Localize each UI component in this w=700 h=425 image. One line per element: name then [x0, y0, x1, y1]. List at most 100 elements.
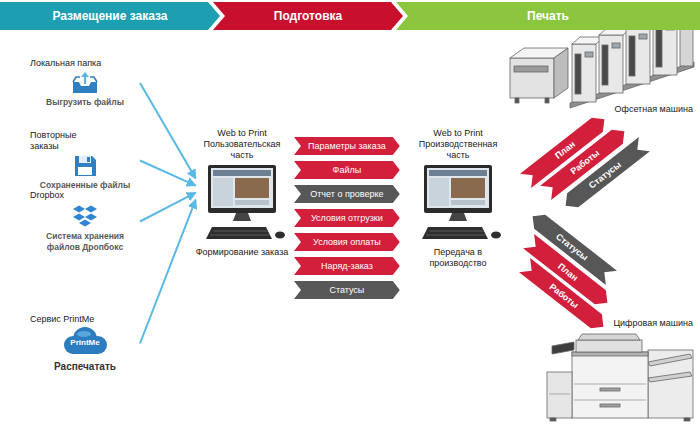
flow-arrow: [140, 161, 196, 186]
source-block: DropboxСистема хранения файлов Дропбокс: [30, 190, 140, 253]
step-chevron: Отчет о проверке: [294, 185, 400, 203]
source-title: Dropbox: [30, 190, 140, 201]
offset-press-illustration: [554, 48, 568, 98]
station-title: Web to Print Производственная часть: [412, 128, 504, 161]
step-label: Файлы: [333, 165, 362, 176]
digital-press-illustration: [648, 354, 692, 366]
phase-band: [396, 2, 700, 30]
computer-icon: [208, 165, 276, 213]
computer-icon: [429, 170, 487, 176]
digital-press-illustration: [549, 394, 570, 395]
step-chevron: [294, 281, 400, 299]
phase-band: [0, 2, 220, 30]
offset-press-illustration: [515, 98, 519, 103]
offset-press-illustration: [545, 98, 549, 103]
offset-press-illustration: [602, 45, 608, 85]
computer-icon: [449, 213, 467, 221]
source-caption: Сохраненные файлы: [30, 180, 140, 191]
computer-icon: [427, 168, 489, 208]
station-caption: Передача в производство: [422, 247, 494, 269]
offset-press-illustration: [585, 52, 593, 57]
step-label: Статусы: [329, 285, 364, 296]
digital-press-illustration: [684, 418, 690, 421]
dropbox-icon: [73, 205, 97, 226]
step-chevron: [294, 185, 400, 203]
flow-arrow: [140, 200, 196, 344]
floppy-disk-icon: [87, 157, 90, 162]
computer-icon: [451, 178, 485, 198]
offset-press-illustration: [575, 54, 581, 94]
offset-press-illustration: [626, 26, 650, 84]
source-block: Повторные заказыСохраненные файлы: [30, 130, 140, 191]
step-chevron: Наряд-заказ: [294, 257, 400, 275]
phase-band: Размещение заказа: [0, 2, 220, 30]
step-label: Отчет о проверке: [310, 189, 383, 200]
floppy-disk-icon: [75, 156, 96, 176]
digital-press-illustration: [547, 372, 572, 418]
digital-press-illustration: [600, 388, 620, 391]
digital-press-illustration: [572, 352, 648, 356]
phase-title: Печать: [527, 9, 569, 23]
computer-icon: [451, 200, 485, 205]
digital-press-illustration: [547, 334, 693, 421]
dropbox-icon: [85, 213, 97, 220]
upload-folder-icon: [84, 76, 86, 84]
step-chevron: [294, 161, 400, 179]
computer-icon: [275, 232, 285, 239]
step-chevron: [294, 257, 400, 275]
press-machine: Цифровая машина: [613, 318, 693, 329]
offset-press-illustration: [612, 43, 620, 48]
flow-arrow-band: [560, 137, 650, 213]
step-chevron: [294, 209, 400, 227]
step-label: Наряд-заказ: [321, 261, 373, 272]
step-chevron: [294, 233, 400, 251]
offset-press-illustration: [629, 36, 635, 76]
source-title: Локальная папка: [30, 58, 140, 69]
source-title: Повторные заказы: [30, 130, 90, 152]
upload-folder-icon: [81, 72, 89, 77]
upload-folder-icon: [73, 72, 97, 93]
computer-icon: [422, 165, 501, 239]
digital-press-illustration: [576, 340, 642, 352]
machine-label: Цифровая машина: [613, 318, 693, 329]
computer-icon: [235, 178, 269, 198]
step-label: Параметры заказа: [308, 141, 386, 152]
machine-label: Офсетная машина: [615, 104, 694, 115]
source-block: Локальная папкаВыгрузить файлы: [30, 58, 140, 108]
digital-press-illustration: [648, 350, 693, 418]
dropbox-icon: [85, 205, 97, 212]
offset-press-illustration: [656, 27, 662, 67]
dropbox-icon: [73, 205, 85, 212]
offset-press-illustration: [514, 66, 548, 72]
action-label: Распечатать: [30, 361, 140, 373]
phase-band: Печать: [396, 2, 700, 30]
phase-band: Подготовка: [213, 2, 403, 30]
floppy-disk-icon: [75, 156, 96, 176]
computer-icon: [206, 165, 285, 239]
computer-icon: [429, 178, 449, 206]
digital-press-illustration: [550, 418, 556, 421]
flow-arrow-band: [519, 259, 609, 335]
computer-icon: [426, 231, 486, 235]
step-chevron: Файлы: [294, 161, 400, 179]
workstation: Web to Print Пользовательская частьФорми…: [196, 128, 289, 258]
workstation: Web to Print Производственная частьПеред…: [412, 128, 504, 269]
computer-icon: [213, 170, 271, 176]
step-chevron: Условия отгрузки: [294, 209, 400, 227]
station-title: Web to Print Пользовательская часть: [196, 128, 288, 161]
source-caption: Выгрузить файлы: [30, 97, 140, 108]
step-label: Условия отгрузки: [311, 213, 383, 224]
digital-press-illustration: [574, 384, 646, 400]
press-machine: Офсетная машина: [615, 104, 694, 115]
offset-press-illustration: [572, 44, 596, 102]
digital-press-illustration: [572, 352, 648, 418]
digital-press-illustration: [578, 334, 640, 340]
step-chevron: Условия оплаты: [294, 233, 400, 251]
computer-icon: [213, 178, 233, 206]
computer-icon: [235, 200, 269, 205]
step-chevron: Параметры заказа: [294, 137, 400, 155]
dropbox-icon: [79, 220, 91, 227]
source-title: Сервис PrintMe: [30, 314, 140, 325]
digital-press-illustration: [648, 372, 692, 382]
